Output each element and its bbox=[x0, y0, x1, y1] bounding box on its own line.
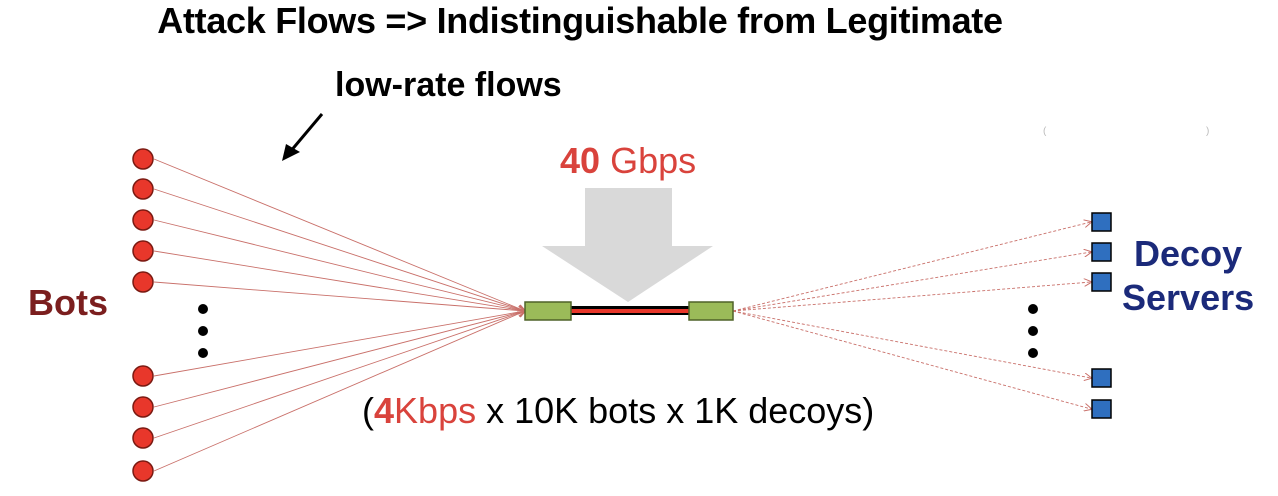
bot-node bbox=[132, 209, 154, 231]
pointer-arrow-icon bbox=[282, 113, 324, 161]
decoy-flow-line bbox=[732, 252, 1091, 312]
decoy-flow-line bbox=[732, 310, 1091, 409]
bot-flow-line bbox=[153, 311, 525, 408]
decoy-nodes bbox=[1091, 212, 1112, 419]
bot-flow-line bbox=[153, 311, 525, 377]
link-right-endpoint bbox=[688, 301, 734, 321]
bot-flow-line bbox=[153, 188, 525, 311]
bot-flow-line bbox=[153, 311, 525, 472]
decoy-servers-label: Decoy Servers bbox=[1122, 232, 1254, 320]
artifact-mark: ) bbox=[1206, 126, 1209, 137]
bot-flow-line bbox=[153, 158, 525, 311]
bot-node bbox=[132, 460, 154, 482]
formula-rate-value: 4 bbox=[374, 390, 395, 431]
decoy-server-node bbox=[1091, 368, 1112, 388]
decoy-server-node bbox=[1091, 242, 1112, 262]
bots-ellipsis bbox=[198, 304, 208, 358]
decoy-flow-lines bbox=[732, 222, 1091, 409]
diagram-title: Attack Flows => Indistinguishable from L… bbox=[157, 0, 1003, 41]
rate-formula: (4Kbps x 10K bots x 1K decoys) bbox=[362, 390, 874, 432]
bottleneck-link bbox=[524, 301, 734, 321]
bot-flow-lines bbox=[153, 158, 525, 472]
bot-node bbox=[132, 148, 154, 170]
bots-label: Bots bbox=[28, 282, 108, 323]
bot-flow-line bbox=[153, 219, 525, 311]
bot-node bbox=[132, 365, 154, 387]
decoy-label-line1: Decoy bbox=[1134, 233, 1243, 274]
bot-flow-line bbox=[153, 311, 525, 439]
bandwidth-unit: Gbps bbox=[610, 140, 697, 181]
low-rate-flows-label: low-rate flows bbox=[335, 66, 562, 104]
decoy-flow-line bbox=[732, 222, 1091, 312]
bot-node bbox=[132, 396, 154, 418]
bot-nodes bbox=[132, 148, 154, 482]
bot-node bbox=[132, 240, 154, 262]
link-left-endpoint bbox=[524, 301, 572, 321]
formula-rest: x 10K bots x 1K decoys) bbox=[476, 390, 875, 431]
decoy-server-node bbox=[1091, 212, 1112, 232]
bandwidth-label: 40 Gbps bbox=[560, 140, 696, 182]
decoy-server-node bbox=[1091, 272, 1112, 292]
formula-rate-unit: Kbps bbox=[394, 390, 477, 431]
artifact-mark: ( bbox=[1043, 126, 1047, 137]
bot-node bbox=[132, 427, 154, 449]
decoy-flow-line bbox=[732, 310, 1091, 378]
formula-open-paren: ( bbox=[362, 390, 374, 431]
bot-flow-line bbox=[153, 281, 525, 311]
decoy-label-line2: Servers bbox=[1122, 277, 1255, 318]
bandwidth-value: 40 bbox=[560, 140, 601, 181]
bot-flow-line bbox=[153, 250, 525, 311]
aggregate-traffic-arrow bbox=[542, 188, 713, 302]
bot-node bbox=[132, 178, 154, 200]
decoys-ellipsis bbox=[1028, 304, 1038, 358]
decoy-server-node bbox=[1091, 399, 1112, 419]
bot-node bbox=[132, 271, 154, 293]
